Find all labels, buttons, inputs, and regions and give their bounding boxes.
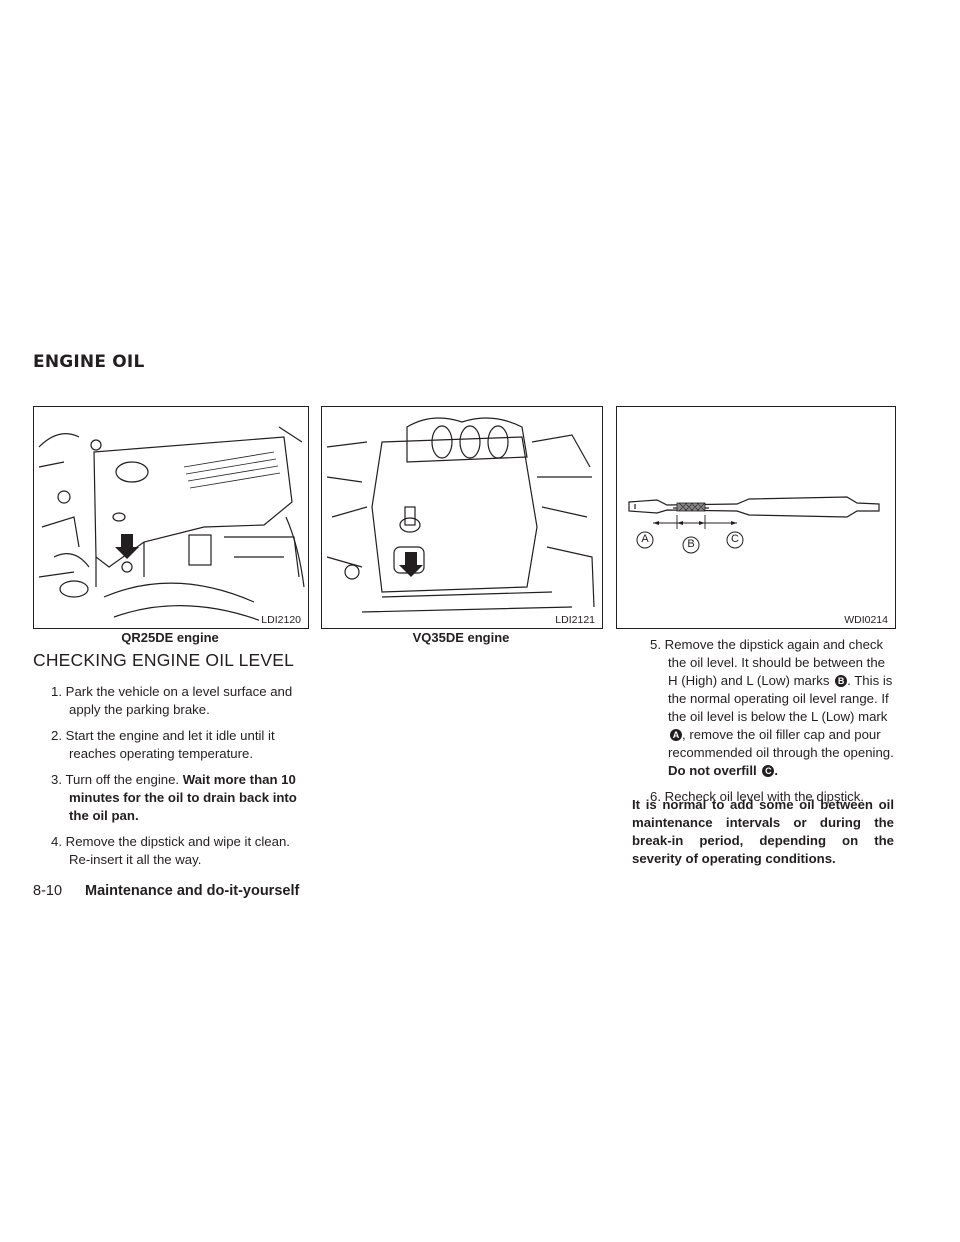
figure-dipstick: A B C WDI0214 [616, 406, 896, 629]
step-number: 2. [51, 728, 62, 743]
page-number: 8-10 [33, 883, 63, 899]
figure-caption: VQ35DE engine [412, 630, 510, 645]
step-number: 4. [51, 834, 62, 849]
section-heading: ENGINE OIL [33, 352, 145, 372]
step-4: 4. Remove the dipstick and wipe it clean… [51, 833, 309, 869]
step-text: Remove the dipstick again and check the … [664, 637, 886, 688]
step-warning: Wait more than 10 minutes for the oil to… [69, 772, 297, 823]
step-text: Park the vehicle on a level surface and … [65, 684, 293, 717]
mark-a-icon: A [670, 729, 682, 741]
label-a: A [641, 533, 649, 545]
step-text: , remove the oil filler cap and pour rec… [668, 727, 894, 760]
step-number: 5. [650, 637, 661, 652]
step-text: Remove the dipstick and wipe it clean. R… [65, 834, 290, 867]
steps-column-right: 5. Remove the dipstick again and check t… [650, 636, 894, 806]
figure-qr25de-engine: LDI2120 [33, 406, 309, 629]
step-5: 5. Remove the dipstick again and check t… [650, 636, 894, 780]
subheading: CHECKING ENGINE OIL LEVEL [33, 650, 295, 670]
step-text: . This is the normal operating oil level… [668, 673, 893, 724]
step-end: . [774, 763, 778, 778]
arrow-down-icon [399, 552, 423, 577]
step-2: 2. Start the engine and let it idle unti… [51, 727, 309, 763]
figure-caption: QR25DE engine [121, 630, 219, 645]
note-paragraph: It is normal to add some oil between oil… [632, 797, 894, 866]
figure-vq35de-engine: LDI2121 [321, 406, 603, 629]
step-text: Turn off the engine. [65, 772, 180, 787]
engine-illustration [38, 426, 305, 623]
step-6: 6. Recheck oil level with the dipstick. [650, 788, 894, 806]
step-3: 3. Turn off the engine. Wait more than 1… [51, 771, 309, 825]
step-warning: Do not overfill [668, 763, 757, 778]
label-c: C [731, 533, 739, 545]
step-text: Recheck oil level with the dipstick. [664, 789, 865, 804]
figure-code: LDI2120 [259, 614, 303, 626]
step-number: 1. [51, 684, 62, 699]
figure-code: LDI2121 [553, 614, 597, 626]
mark-c-icon: C [762, 765, 775, 777]
chapter-title: Maintenance and do-it-yourself [85, 883, 300, 899]
step-number: 3. [51, 772, 62, 787]
steps-column-left: 1. Park the vehicle on a level surface a… [51, 683, 309, 869]
step-text: Start the engine and let it idle until i… [65, 728, 275, 761]
dipstick-illustration [628, 496, 880, 554]
figure-code: WDI0214 [842, 614, 890, 626]
step-number: 6. [650, 789, 661, 804]
label-b: B [687, 538, 695, 550]
step-1: 1. Park the vehicle on a level surface a… [51, 683, 309, 719]
arrow-down-icon [115, 534, 139, 559]
engine-illustration [326, 417, 595, 613]
mark-b-icon: B [835, 675, 848, 687]
